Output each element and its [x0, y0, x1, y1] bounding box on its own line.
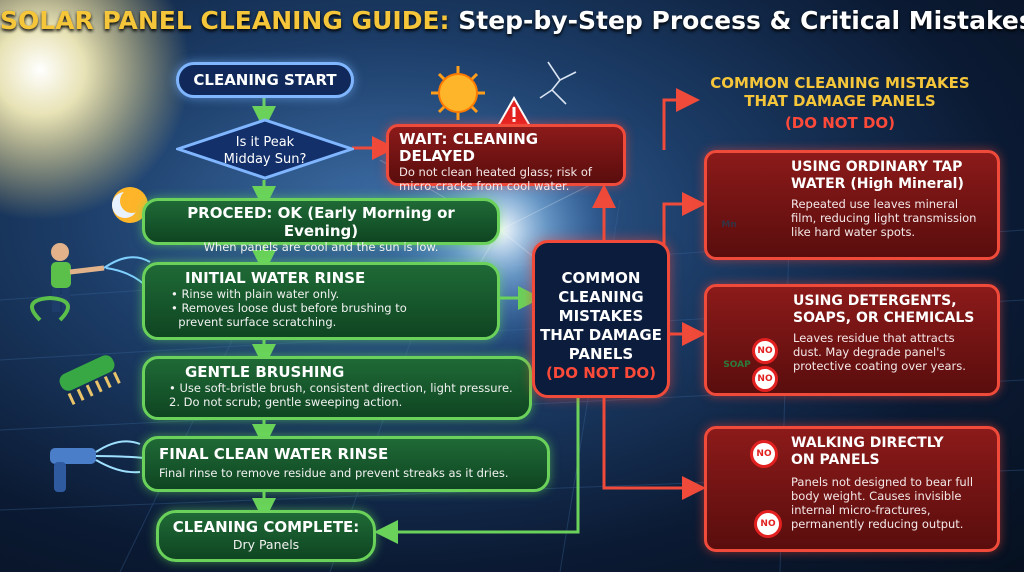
cleaning-complete-box: CLEANING COMPLETE: Dry Panels: [156, 510, 376, 562]
mistake-walking-box: WALKING DIRECTLY ON PANELS Panels not de…: [704, 426, 1000, 552]
page-title: SOLAR PANEL CLEANING GUIDE: Step-by-Step…: [0, 6, 1024, 35]
brushing-line-2: 2. Do not scrub; gentle sweeping action.: [169, 395, 403, 409]
person-hose-icon: [30, 243, 151, 322]
decision-diamond: Is it Peak Midday Sun?: [176, 118, 354, 180]
no-badge-3: NO: [750, 440, 778, 468]
flow-arrows: [252, 98, 580, 544]
mistake-3-line-4: permanently reducing output.: [791, 517, 964, 531]
sun-glow: [0, 0, 190, 220]
title-highlight: SOLAR PANEL CLEANING GUIDE:: [0, 6, 450, 35]
center-line-5: PANELS: [568, 345, 634, 363]
mistake-1-line-1: Repeated use leaves mineral: [791, 197, 959, 211]
decision-line-2: Midday Sun?: [224, 152, 307, 167]
decision-line-1: Is it Peak: [236, 135, 295, 150]
mistake-2-title-2: SOAPS, OR CHEMICALS: [793, 310, 975, 326]
no-badge-1: NO: [752, 338, 778, 364]
wait-line-1: Do not clean heated glass; risk of: [399, 165, 592, 179]
proceed-text: When panels are cool and the sun is low.: [203, 240, 439, 254]
title-rest: Step-by-Step Process & Critical Mistakes: [449, 6, 1024, 35]
mistake-3-line-3: internal micro-fractures,: [791, 503, 931, 517]
mistake-2-line-1: Leaves residue that attracts: [793, 331, 955, 345]
mistake-1-line-3: like hard water spots.: [791, 225, 916, 239]
wait-title: WAIT: CLEANING DELAYED: [399, 130, 539, 165]
mistake-1-title-1: USING ORDINARY TAP: [791, 159, 963, 175]
mistake-2-line-3: protective coating over years.: [793, 359, 966, 373]
final-text: Final rinse to remove residue and preven…: [159, 466, 509, 480]
spray-nozzle-icon: [50, 440, 145, 492]
mistakes-header-line-2: THAT DAMAGE PANELS: [744, 92, 936, 110]
rinse-title: INITIAL WATER RINSE: [185, 269, 366, 287]
mistake-1-title-2: WATER (High Mineral): [791, 176, 964, 192]
brushing-line-1: • Use soft-bristle brush, consistent dir…: [169, 381, 513, 395]
no-badge-4: NO: [754, 510, 782, 538]
center-line-3: MISTAKES: [558, 307, 644, 325]
center-line-2: CLEANING: [558, 288, 644, 306]
gentle-brushing-box: GENTLE BRUSHING • Use soft-bristle brush…: [142, 356, 532, 420]
mistake-detergents-box: USING DETERGENTS, SOAPS, OR CHEMICALS Le…: [704, 284, 1000, 396]
final-title: FINAL CLEAN WATER RINSE: [159, 445, 389, 463]
rinse-line-3: prevent surface scratching.: [171, 315, 337, 329]
wait-box: WAIT: CLEANING DELAYED Do not clean heat…: [386, 124, 626, 193]
rinse-line-2: • Removes loose dust before brushing to: [171, 301, 407, 315]
center-mistakes-box: COMMON CLEANING MISTAKES THAT DAMAGE PAN…: [532, 240, 670, 398]
start-label: CLEANING START: [193, 71, 337, 89]
mistakes-header-line-1: COMMON CLEANING MISTAKES: [710, 74, 970, 92]
center-line-4: THAT DAMAGE: [540, 326, 662, 344]
mistake-3-line-2: body weight. Causes invisible: [791, 489, 962, 503]
sun-moon-icon: [112, 187, 148, 223]
mistake-1-line-2: film, reducing light transmission: [791, 211, 977, 225]
mistakes-header: COMMON CLEANING MISTAKES THAT DAMAGE PAN…: [690, 74, 990, 132]
brush-icon: [59, 355, 121, 406]
mistake-3-title-1: WALKING DIRECTLY: [791, 435, 944, 451]
complete-text: Dry Panels: [232, 537, 300, 552]
mistake-3-line-1: Panels not designed to bear full: [791, 475, 974, 489]
initial-rinse-box: INITIAL WATER RINSE • Rinse with plain w…: [142, 262, 500, 340]
soap-label: SOAP: [723, 360, 751, 370]
cleaning-start-node: CLEANING START: [176, 62, 354, 98]
proceed-title: PROCEED: OK (Early Morning or Evening): [187, 204, 455, 240]
brushing-title: GENTLE BRUSHING: [185, 363, 345, 381]
proceed-box: PROCEED: OK (Early Morning or Evening) W…: [142, 198, 500, 254]
complete-title: CLEANING COMPLETE:: [172, 518, 360, 536]
mistake-2-title-1: USING DETERGENTS,: [793, 293, 957, 309]
crack-icon: [539, 61, 577, 105]
sun-icon: [431, 66, 485, 120]
rinse-line-1: • Rinse with plain water only.: [171, 287, 340, 301]
mistakes-header-warn: (DO NOT DO): [784, 114, 896, 132]
mineral-label: Mn: [721, 220, 737, 230]
mistake-2-line-2: dust. May degrade panel's: [793, 345, 946, 359]
wait-line-2: micro-cracks from cool water.: [399, 179, 570, 193]
mistake-3-title-2: ON PANELS: [791, 452, 880, 468]
no-badge-2: NO: [752, 366, 778, 392]
center-warn: (DO NOT DO): [545, 364, 657, 382]
mistake-tap-water-box: USING ORDINARY TAP WATER (High Mineral) …: [704, 150, 1000, 260]
center-line-1: COMMON: [561, 269, 641, 287]
final-rinse-box: FINAL CLEAN WATER RINSE Final rinse to r…: [142, 436, 550, 492]
